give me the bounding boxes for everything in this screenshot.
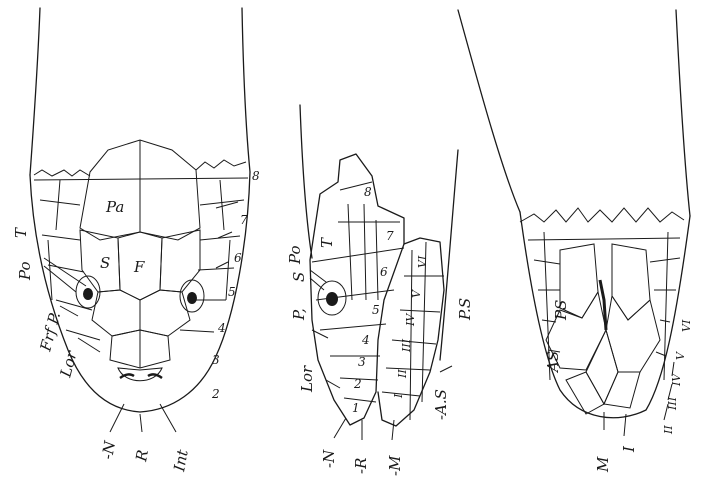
label-nasal: -N	[320, 449, 338, 468]
label-mental: -M	[386, 455, 404, 476]
dorsal-number: 7	[240, 213, 248, 227]
label-temporal: T	[12, 227, 30, 238]
label-parietal: Pa	[105, 198, 124, 216]
label-anterior-shield: -A.S	[432, 389, 450, 420]
lateral-number: 8	[364, 185, 372, 199]
dorsal-number: 4	[217, 321, 226, 335]
ventral-roman: IV	[670, 373, 683, 387]
label-preocular: P,	[290, 308, 308, 321]
lateral-roman: VI	[416, 255, 429, 268]
ventral-roman: V	[674, 351, 687, 360]
label-loreal: Lor	[298, 365, 316, 393]
dorsal-number: 8	[252, 169, 260, 183]
label-postocular: Po	[16, 261, 34, 281]
ventral-roman: II	[662, 425, 675, 435]
lateral-number: 1	[352, 401, 360, 415]
label-temporal: T	[318, 237, 336, 248]
lateral-number: 6	[380, 265, 388, 279]
lateral-roman: III	[400, 338, 413, 353]
label-supraocular: S	[290, 272, 308, 282]
lateral-roman: I	[392, 393, 405, 399]
ventral-labels: PS AS M I II III IV V VI	[544, 300, 693, 473]
dorsal-number: 6	[234, 251, 242, 265]
label-supraocular: S	[100, 254, 110, 272]
label-rostral: R	[132, 448, 152, 463]
lateral-number: 7	[386, 229, 394, 243]
dorsal-number: 5	[228, 285, 236, 299]
lateral-roman: II	[396, 369, 409, 379]
label-postocular: Po	[286, 245, 304, 265]
lateral-number: 2	[353, 377, 362, 391]
label-posterior-chin-shield: PS	[552, 300, 570, 321]
lateral-number: 5	[372, 303, 380, 317]
label-internasal: Int	[170, 447, 192, 473]
dorsal-number: 3	[212, 353, 220, 367]
label-loreal: Lor	[56, 348, 81, 380]
lateral-roman: V	[410, 289, 423, 298]
lateral-roman: IV	[404, 313, 417, 327]
label-prefrontal: Frf P.	[36, 310, 64, 354]
lateral-number: 3	[358, 355, 366, 369]
label-first-lower-labial: I	[620, 445, 638, 453]
ventral-roman: VI	[680, 319, 693, 332]
dorsal-number: 2	[211, 387, 220, 401]
lateral-number: 4	[361, 333, 370, 347]
label-nasal: -N	[98, 439, 119, 461]
label-mental: M	[594, 456, 612, 473]
label-rostral: -R	[352, 458, 370, 474]
label-posterior-shield: P.S	[456, 298, 474, 321]
label-frontal: F	[133, 258, 145, 276]
label-anterior-chin-shield: AS	[544, 351, 562, 374]
ventral-roman: III	[666, 396, 679, 411]
ventral-head-figure	[458, 10, 690, 436]
